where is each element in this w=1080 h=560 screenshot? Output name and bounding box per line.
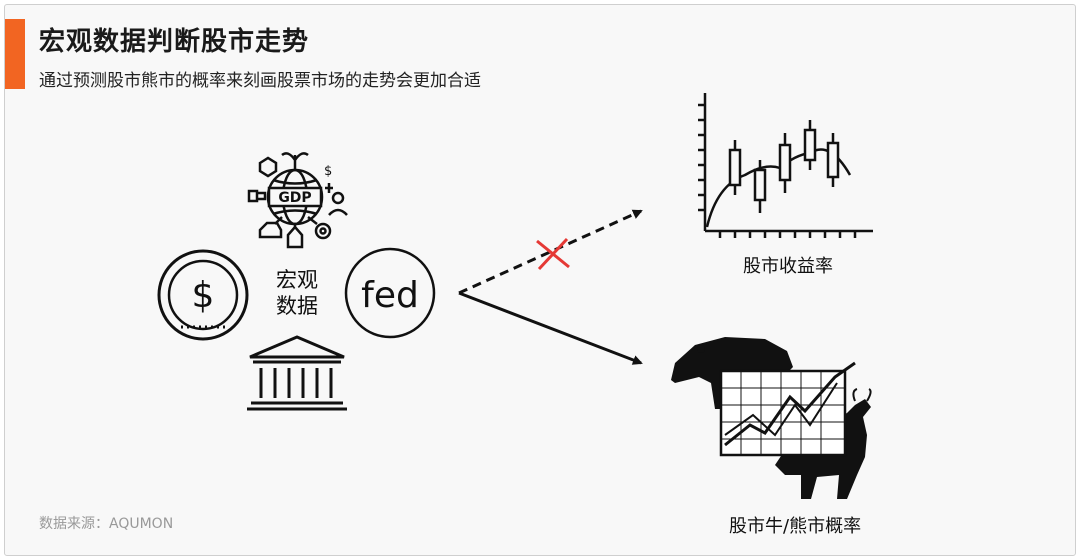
macro-data-label-line1: 宏观 <box>276 268 318 292</box>
diagram-canvas: $ GDP $ fed <box>157 93 873 499</box>
bull-bear-probability-label: 股市牛/熊市概率 <box>729 516 862 537</box>
slide: 宏观数据判断股市走势 通过预测股市熊市的概率来刻画股票市场的走势会更加合适 <box>4 4 1076 556</box>
red-cross-icon <box>536 237 570 271</box>
returns-label: 股市收益率 <box>743 256 833 277</box>
gdp-text: GDP <box>278 190 311 206</box>
globe-dollar-glyph: $ <box>324 164 332 179</box>
fed-icon <box>344 247 436 339</box>
bear-bull-icon <box>671 337 872 499</box>
fed-text: fed <box>361 275 419 316</box>
solid-arrow-to-probability <box>458 291 643 365</box>
macro-data-label: 宏观 数据 <box>252 267 342 319</box>
title-accent-bar <box>5 19 25 89</box>
candlestick-chart-icon <box>698 93 873 238</box>
dollar-glyph: $ <box>192 275 215 316</box>
dollar-coin-icon <box>157 249 249 341</box>
page-title: 宏观数据判断股市走势 <box>39 27 310 57</box>
data-source-note: 数据来源：AQUMON <box>39 516 174 532</box>
dashed-arrow-to-returns <box>458 209 643 295</box>
globe-gdp-icon <box>247 152 348 249</box>
bank-building-icon <box>247 335 347 411</box>
page-subtitle: 通过预测股市熊市的概率来刻画股票市场的走势会更加合适 <box>39 71 481 91</box>
macro-data-label-line2: 数据 <box>276 294 318 318</box>
